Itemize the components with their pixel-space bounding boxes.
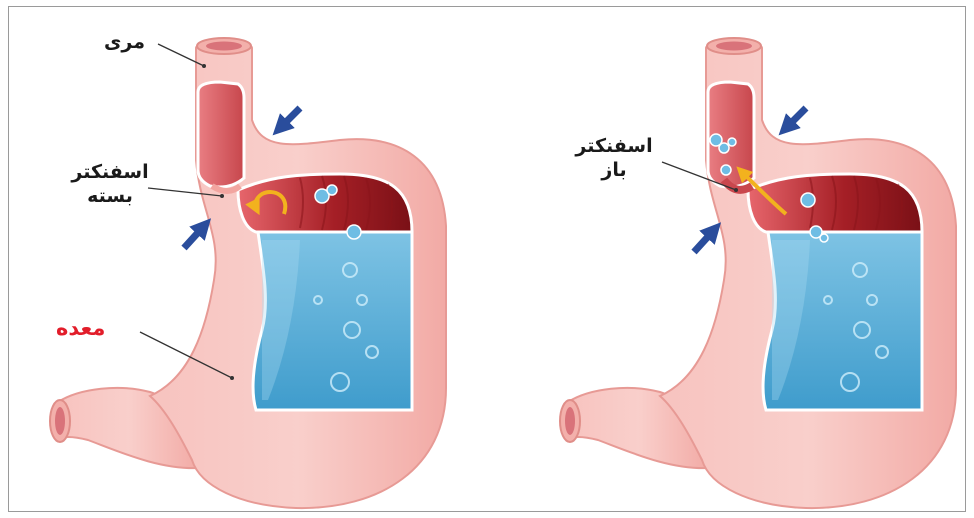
pressure-arrow-icon bbox=[184, 226, 204, 248]
stomach-closed-sphincter bbox=[50, 38, 446, 508]
stomach-open-sphincter bbox=[560, 38, 956, 508]
pressure-arrow-icon bbox=[280, 108, 300, 128]
open-sphincter-label-line2: باز bbox=[601, 158, 626, 182]
pressure-arrow-icon bbox=[694, 230, 714, 252]
closed-sphincter-label-line2: بسته bbox=[87, 184, 133, 208]
stomach-label: معده bbox=[56, 316, 105, 340]
open-sphincter-label: اسفنکتر باز bbox=[574, 134, 654, 182]
closed-sphincter-label: اسفنکتر بسته bbox=[70, 160, 150, 208]
open-sphincter-label-line1: اسفنکتر bbox=[575, 134, 652, 158]
esophagus-label: مری bbox=[104, 30, 145, 54]
pressure-arrow-icon bbox=[786, 108, 806, 128]
closed-sphincter-label-line1: اسفنکتر bbox=[71, 160, 148, 184]
